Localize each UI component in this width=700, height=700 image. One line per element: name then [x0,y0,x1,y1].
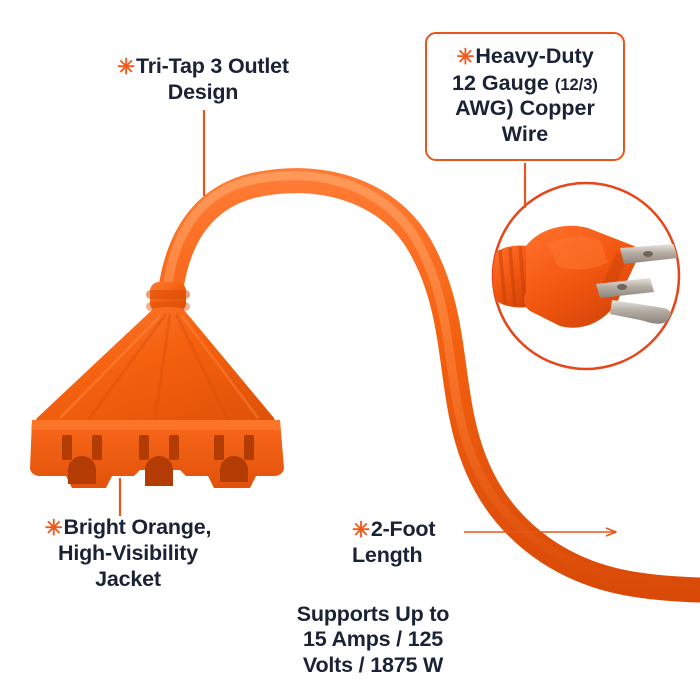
leader-line-length [464,527,617,537]
callout-gauge-line1: Heavy-Duty [475,44,594,68]
callout-supports-line2: 15 Amps / 125 [302,627,444,652]
leader-lines [118,110,617,537]
callout-supports-line1: Supports Up to [296,602,450,626]
callout-bright-line1: Bright Orange, [63,515,212,539]
callout-bright-line3: Jacket [95,566,161,591]
outlet-receptacle-2 [139,435,179,486]
callout-two-foot-length: ✳2-Foot Length [352,517,462,569]
callout-tritap-line2: Design [167,80,239,105]
bullet-star-icon: ✳ [44,515,63,540]
callout-gauge-line2-main: 12 Gauge [452,70,549,95]
callout-tritap-design: ✳Tri-Tap 3 Outlet Design [88,54,318,106]
callout-supports-line3: Volts / 1875 W [302,652,444,677]
plug-blades [596,244,678,324]
three-prong-plug-graphic [493,225,678,328]
extension-cord-graphic [155,168,700,603]
callout-gauge-line2-small: (12/3) [554,75,598,94]
callout-gauge-line3: AWG) Copper [455,96,595,121]
bullet-star-icon: ✳ [352,517,370,542]
outlet-receptacle-3 [214,435,254,482]
callout-bright-orange-jacket: ✳Bright Orange, High-Visibility Jacket [18,515,238,592]
bullet-star-icon: ✳ [456,44,475,69]
callout-length-line1: 2-Foot [370,517,436,541]
callout-gauge-line4: Wire [501,122,549,147]
callout-bright-line2: High-Visibility [58,541,198,566]
tri-tap-outlet-block-graphic [30,282,284,488]
callout-tritap-line1: Tri-Tap 3 Outlet [135,54,289,78]
callout-length-line2: Length [352,543,423,568]
bullet-star-icon: ✳ [117,54,135,79]
outlet-receptacle-1 [62,435,102,484]
callout-supports-rating: Supports Up to 15 Amps / 125 Volts / 187… [268,602,478,678]
plug-closeup-inset [491,181,681,371]
callout-box-heavy-duty-gauge: ✳Heavy-Duty 12 Gauge (12/3) AWG) Copper … [425,32,625,162]
